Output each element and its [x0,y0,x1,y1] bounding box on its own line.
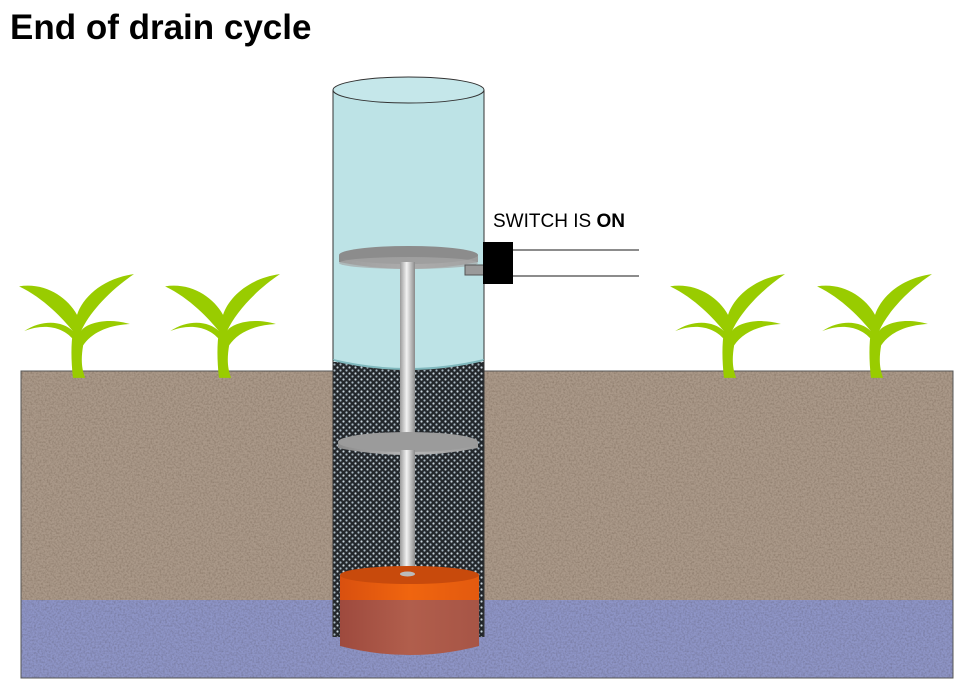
float-switch [464,242,639,284]
switch-status-label: SWITCH IS ON [493,211,625,233]
plant-icon [817,274,932,378]
switch-state: ON [596,211,625,232]
plant-icon [19,274,134,378]
plant-icon [670,274,785,378]
switch-lever [464,264,486,276]
tube-top-rim [332,76,485,104]
water-table-layer [21,600,953,678]
switch-label-prefix: SWITCH IS [493,211,597,232]
drain-tube [332,76,485,637]
switch-body [483,242,513,284]
plant-icon [165,274,280,378]
ground-outline [20,370,954,679]
float-rod-lower [400,450,415,574]
float [340,566,479,655]
lower-disc [338,432,478,455]
soil-layer [21,371,953,603]
diagram-title: End of drain cycle [10,8,312,47]
float-rod-upper [400,262,415,440]
